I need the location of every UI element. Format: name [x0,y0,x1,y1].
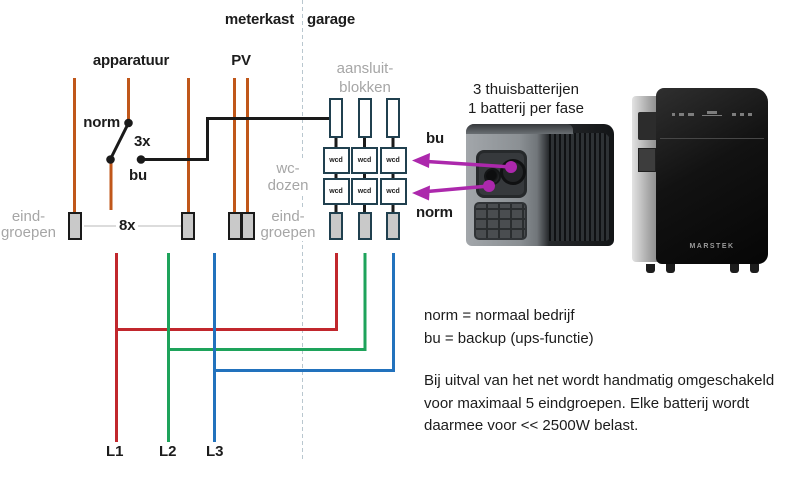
battery-heatsink-fins [548,132,610,242]
wcd-socket: wcd [351,146,378,174]
battery-vent-grid [474,202,527,240]
eindgroepen-label-mid: eind- groepen [257,209,319,241]
aansluit-block [386,98,400,138]
pv-label: PV [231,52,251,69]
zone-label-garage: garage [307,11,355,28]
battery-indicator-lights [670,110,754,120]
wcd-socket: wcd [322,146,350,174]
wcd-socket: wcd [322,177,350,205]
battery-brand-label: MARSTEK [689,243,735,250]
arrow-head-norm-icon [412,185,430,201]
eindgroep-block-garage [329,211,343,240]
phase-l2-wiring [167,253,367,442]
battery-side-port [638,148,656,172]
pv-eindgroep-block [240,211,255,240]
battery-foot [646,264,655,273]
phase-l3-wiring [213,253,395,442]
appliance-pv-lines [73,78,249,212]
phase-label-l2: L2 [159,443,177,460]
phase-label-l3: L3 [206,443,224,460]
pv-eindgroep-block [227,211,242,240]
connector-socket-small [484,168,501,185]
switch-norm-label: norm [83,114,120,131]
zone-label-meterkast: meterkast [224,11,294,28]
battery-connector-panel [476,150,527,198]
phase-label-l1: L1 [106,443,124,460]
battery-top-cap [466,124,573,134]
phase-l1-wiring [115,253,338,442]
phase-count-label: 3x [134,133,151,150]
battery-caption: 3 thuisbatterijen 1 batterij per fase [468,81,584,117]
battery-foot [750,264,759,273]
wcd-socket: wcd [351,177,378,205]
aansluit-block [329,98,343,138]
battery-side-display [638,112,658,140]
wcdozen-label: wc- dozen [257,160,319,194]
aansluit-block [357,98,372,138]
ups-battery-image [466,124,614,246]
legend-text: norm = normaal bedrijf bu = backup (ups-… [424,307,594,347]
arrow-head-bu-icon [412,153,430,168]
connector-socket-large [500,159,526,185]
wcd-socket: wcd [379,177,407,205]
wcd-socket: wcd [379,146,407,174]
marstek-battery-image: MARSTEK [630,88,770,274]
eindgroep-block [181,211,195,240]
battery-front-seam [660,138,764,139]
battery-front-face: MARSTEK [656,88,768,264]
group-count-label: 8x [116,217,139,234]
eindgroep-block-garage [357,211,372,240]
switch-bu-label: bu [129,167,147,184]
arrow-norm-label: norm [416,204,453,221]
arrow-bu-label: bu [426,130,444,147]
eindgroepen-label-left: eind- groepen [0,208,57,241]
battery-foot [666,264,675,273]
eindgroep-block [68,211,82,240]
aansluitblokken-label: aansluit- blokken [325,59,405,97]
apparatuur-label: apparatuur [92,52,170,69]
battery-foot [730,264,739,273]
eindgroep-block-garage [386,211,400,240]
note-text: Bij uitval van het net wordt handmatig o… [424,372,775,434]
